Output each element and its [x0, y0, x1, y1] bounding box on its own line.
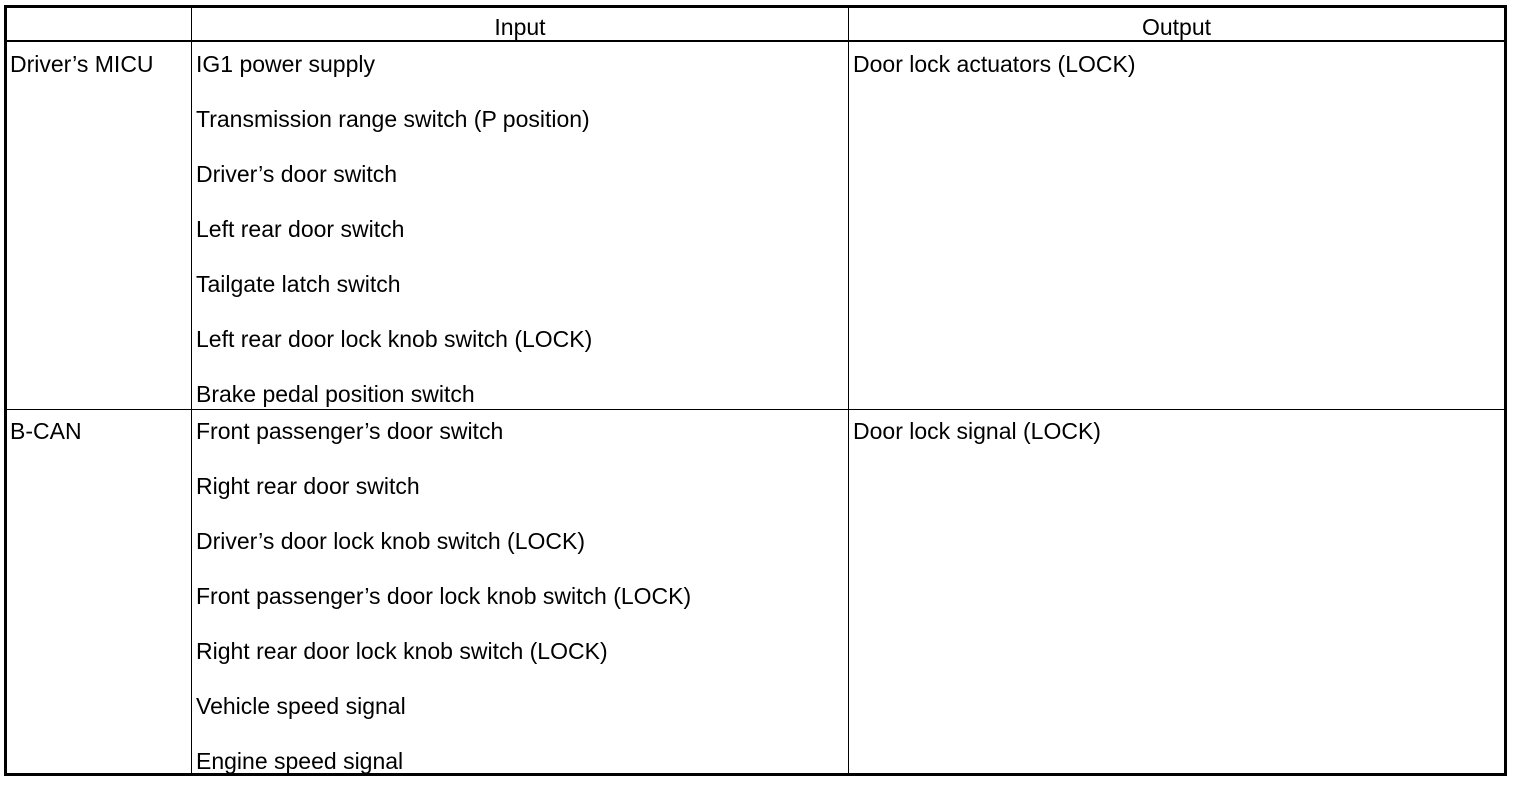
row-inputs-b-can: Front passenger’s door switch Right rear…: [196, 417, 691, 802]
header-input: Input: [494, 14, 546, 40]
header-output: Output: [1141, 14, 1212, 40]
input-item: Driver’s door lock knob switch (LOCK): [196, 528, 585, 554]
column-divider-output: [848, 8, 849, 773]
row-output-b-can: Door lock signal (LOCK): [853, 418, 1101, 444]
input-item: Driver’s door switch: [196, 161, 398, 187]
input-item: Engine speed signal: [196, 748, 404, 774]
row-source-b-can: B-CAN: [10, 418, 82, 444]
input-item: Left rear door switch: [196, 216, 405, 242]
row-inputs-drivers-micu: IG1 power supply Transmission range swit…: [196, 50, 592, 435]
input-item: Transmission range switch (P position): [196, 106, 590, 132]
row-output-drivers-micu: Door lock actuators (LOCK): [853, 51, 1136, 77]
input-item: Left rear door lock knob switch (LOCK): [196, 326, 593, 352]
input-item: Right rear door lock knob switch (LOCK): [196, 638, 608, 664]
input-item: Right rear door switch: [196, 473, 420, 499]
column-divider-source: [191, 8, 192, 773]
row-source-drivers-micu: Driver’s MICU: [10, 51, 154, 77]
input-item: Front passenger’s door lock knob switch …: [196, 583, 692, 609]
input-item: Tailgate latch switch: [196, 271, 401, 297]
input-item: IG1 power supply: [196, 51, 375, 77]
header-divider: [7, 40, 1504, 42]
row-divider: [7, 409, 1504, 410]
input-item: Brake pedal position switch: [196, 381, 475, 407]
input-item: Vehicle speed signal: [196, 693, 406, 719]
io-table: Input Output Driver’s MICU IG1 power sup…: [4, 5, 1507, 776]
input-item: Front passenger’s door switch: [196, 418, 504, 444]
